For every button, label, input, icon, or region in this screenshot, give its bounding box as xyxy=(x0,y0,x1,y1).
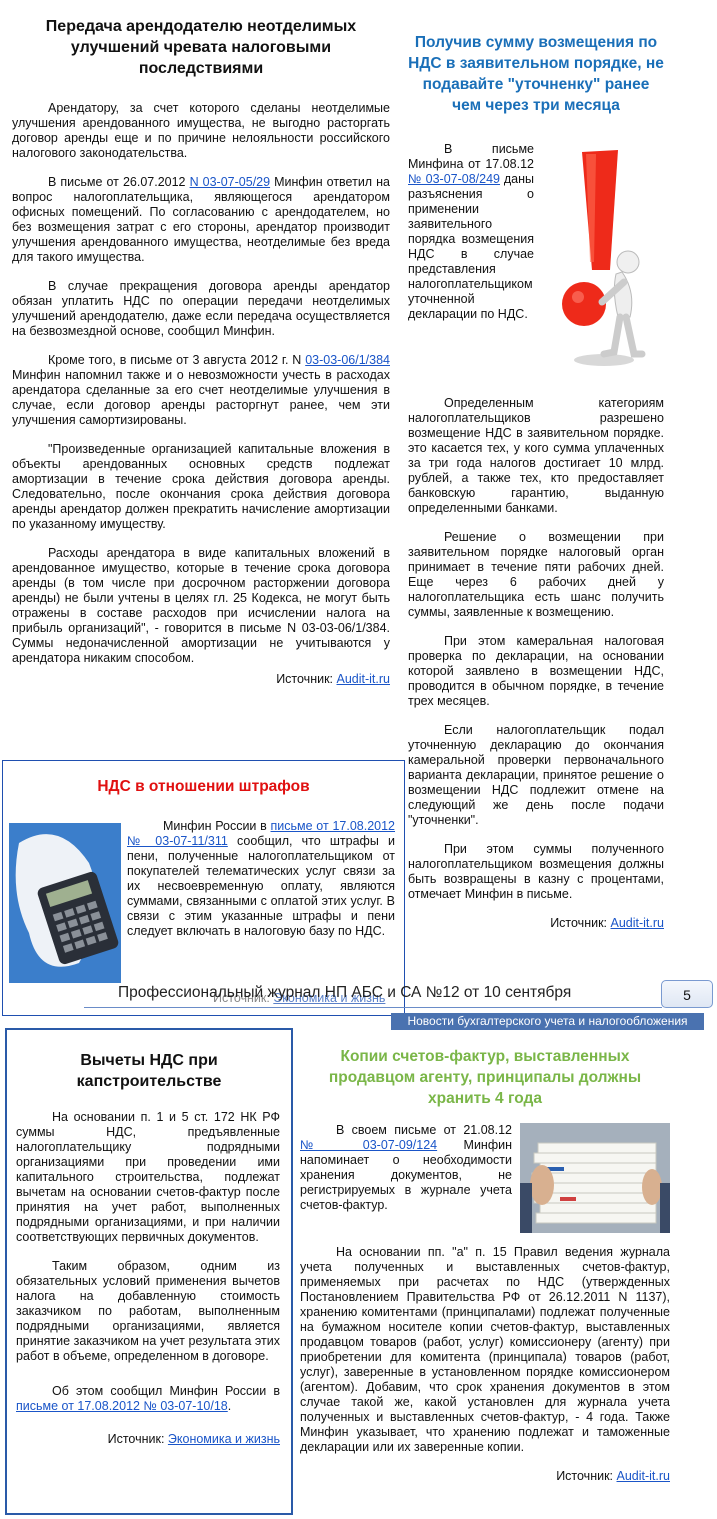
paragraph: При этом суммы полученного налогоплатель… xyxy=(408,842,664,901)
paragraph: Если налогоплательщик подал уточненную д… xyxy=(408,723,664,827)
journal-footer: Профессиональный журнал НП АБС и СА №12 … xyxy=(118,984,572,1001)
article-title: Передача арендодателю неотделимых улучше… xyxy=(45,18,357,77)
exclamation-figure-image xyxy=(544,142,664,372)
paragraph: В случае прекращения договора аренды аре… xyxy=(12,279,390,338)
footer-rule xyxy=(84,1007,662,1008)
paragraph: В письме от 26.07.2012 N 03-07-05/29 Мин… xyxy=(12,175,390,264)
source-line: Источник: Audit-it.ru xyxy=(276,672,391,686)
source-line: Источник: Экономика и жизнь xyxy=(107,1432,280,1446)
source-link[interactable]: Экономика и жизнь xyxy=(273,991,386,1005)
page-number-badge: 5 xyxy=(661,980,713,1008)
source-line: Источник: Audit-it.ru xyxy=(556,1469,671,1483)
source-link[interactable]: Audit-it.ru xyxy=(616,1469,671,1483)
paragraph: Об этом сообщил Минфин России в письме о… xyxy=(16,1384,280,1413)
section-banner: Новости бухгалтерского учета и налогообл… xyxy=(391,1013,704,1030)
letter-link[interactable]: № 03-07-09/124 xyxy=(300,1138,438,1152)
article-capital-construction-box: Вычеты НДС при капстроительстве На основ… xyxy=(5,1028,293,1515)
paragraph: Минфин России в письме от 17.08.2012 № 0… xyxy=(127,819,396,938)
article-lease-improvements: Передача арендодателю неотделимых улучше… xyxy=(12,16,390,687)
article-vat-refund: Получив сумму возмещения по НДС в заявит… xyxy=(408,32,664,931)
paragraph: На основании п. 1 и 5 ст. 172 НК РФ сумм… xyxy=(16,1110,280,1244)
paragraph: В письме Минфина от 17.08.12 № 03-07-08/… xyxy=(408,142,535,321)
paragraph: При этом камеральная налоговая проверка … xyxy=(408,634,664,708)
paragraph: Определенным категориям налогоплательщик… xyxy=(408,396,664,515)
calculator-image xyxy=(9,823,121,983)
article-invoice-copies: Копии счетов-фактур, выставленных продав… xyxy=(300,1046,670,1484)
article-title: Получив сумму возмещения по НДС в заявит… xyxy=(408,34,664,114)
source-line: Источник: Audit-it.ru xyxy=(550,916,665,930)
letter-link[interactable]: № 03-07-08/249 xyxy=(408,172,501,186)
source-link[interactable]: Audit-it.ru xyxy=(336,672,391,686)
article-title: НДС в отношении штрафов xyxy=(97,778,310,795)
source-link[interactable]: Экономика и жизнь xyxy=(167,1432,280,1446)
paragraph: На основании пп. "а" п. 15 Правил ведени… xyxy=(300,1245,670,1454)
source-line: Источник: Экономика и жизнь xyxy=(213,991,386,1005)
letter-link[interactable]: письме от 17.08.2012 № 03-07-11/311 xyxy=(127,819,396,848)
paragraph: Расходы арендатора в виде капитальных вл… xyxy=(12,546,390,665)
paragraph: Таким образом, одним из обязательных усл… xyxy=(16,1259,280,1363)
paragraph: "Произведенные организацией капитальные … xyxy=(12,442,390,531)
paragraph: Кроме того, в письме от 3 августа 2012 г… xyxy=(12,353,390,427)
document-stack-image xyxy=(520,1123,670,1233)
letter-link[interactable]: N 03-07-05/29 xyxy=(189,175,271,189)
article-title: Вычеты НДС при капстроительстве xyxy=(76,1052,222,1090)
article-title: Копии счетов-фактур, выставленных продав… xyxy=(328,1048,642,1107)
paragraph: Решение о возмещении при заявительном по… xyxy=(408,530,664,619)
letter-link[interactable]: письме от 17.08.2012 № 03-07-10/18 xyxy=(16,1399,228,1413)
letter-link[interactable]: 03-03-06/1/384 xyxy=(305,353,390,367)
paragraph: Арендатору, за счет которого сделаны нео… xyxy=(12,101,390,160)
article-vat-fines-box: НДС в отношении штрафов Минфин России в … xyxy=(2,760,405,1016)
source-link[interactable]: Audit-it.ru xyxy=(610,916,665,930)
paragraph: В своем письме от 21.08.12 № 03-07-09/12… xyxy=(300,1123,512,1212)
